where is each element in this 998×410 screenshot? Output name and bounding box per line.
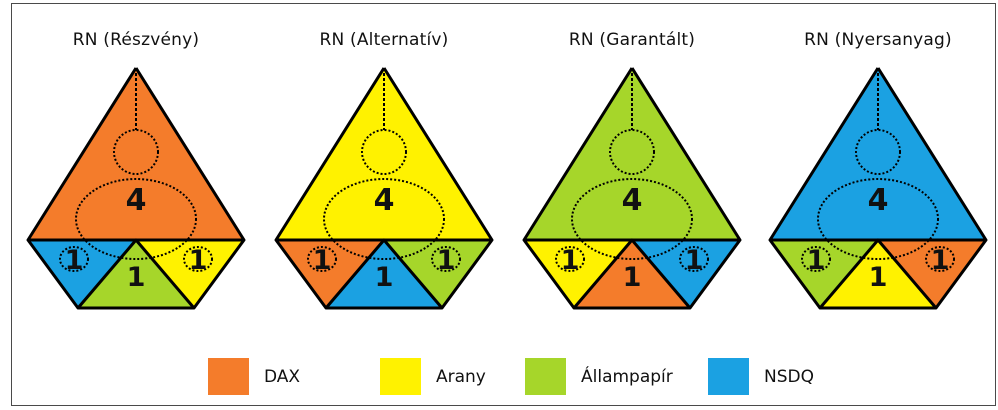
top-region <box>28 68 244 240</box>
left-label: 1 <box>561 245 580 276</box>
center-region <box>574 240 690 308</box>
panel-title: RN (Alternatív) <box>319 30 449 50</box>
legend-swatch <box>708 358 749 395</box>
center-triangle <box>76 238 196 309</box>
outline <box>768 67 988 310</box>
center-triangle <box>818 238 938 309</box>
top-region <box>770 68 986 240</box>
center-region <box>78 240 194 308</box>
fractal-shape <box>555 68 709 272</box>
center-region <box>326 240 442 308</box>
fractal-diagram: 4 1 1 1 <box>26 67 246 310</box>
left-label: 1 <box>807 245 826 276</box>
right-region <box>878 240 986 308</box>
outline <box>274 67 494 310</box>
left-region <box>28 240 136 308</box>
panel-title: RN (Nyersanyag) <box>804 30 952 50</box>
fractal-shape <box>59 68 213 272</box>
panel-nyersanyag: RN (Nyersanyag) 4 1 1 1 <box>758 0 998 340</box>
panel-title: RN (Részvény) <box>72 30 200 50</box>
top-region <box>276 68 492 240</box>
right-region <box>384 240 492 308</box>
center-triangle <box>324 238 444 309</box>
legend-label: Arany <box>436 367 486 387</box>
outline <box>522 67 742 310</box>
right-label: 1 <box>685 245 704 276</box>
legend-label: DAX <box>264 367 301 387</box>
right-region <box>136 240 244 308</box>
legend-swatch <box>208 358 249 395</box>
panel-reszveny: RN (Részvény) 4 1 1 1 <box>16 0 256 340</box>
legend-swatch <box>380 358 421 395</box>
right-label: 1 <box>931 245 950 276</box>
top-label: 4 <box>868 183 889 218</box>
legend-swatch <box>525 358 566 395</box>
legend-label: NSDQ <box>764 367 814 387</box>
panel-alternativ: RN (Alternatív) 4 1 1 1 <box>264 0 504 340</box>
panel-title: RN (Garantált) <box>568 30 696 50</box>
top-label: 4 <box>374 183 395 218</box>
center-label: 1 <box>623 262 642 293</box>
left-region <box>276 240 384 308</box>
right-label: 1 <box>437 245 456 276</box>
legend-label: Állampapír <box>581 367 673 387</box>
top-label: 4 <box>126 183 147 218</box>
left-region <box>770 240 878 308</box>
fractal-shape <box>801 68 955 272</box>
outline <box>26 67 246 310</box>
panel-garantalt: RN (Garantált) 4 1 1 1 <box>512 0 752 340</box>
fractal-diagram: 4 1 1 1 <box>274 67 494 310</box>
fractal-diagram: 4 1 1 1 <box>768 67 988 310</box>
left-label: 1 <box>65 245 84 276</box>
center-label: 1 <box>375 262 394 293</box>
center-triangle <box>572 238 692 309</box>
left-label: 1 <box>313 245 332 276</box>
fractal-diagram: 4 1 1 1 <box>522 67 742 310</box>
fractal-shape <box>307 68 461 272</box>
center-label: 1 <box>869 262 888 293</box>
top-label: 4 <box>622 183 643 218</box>
right-label: 1 <box>189 245 208 276</box>
top-region <box>524 68 740 240</box>
left-region <box>524 240 632 308</box>
right-region <box>632 240 740 308</box>
center-region <box>820 240 936 308</box>
center-label: 1 <box>127 262 146 293</box>
